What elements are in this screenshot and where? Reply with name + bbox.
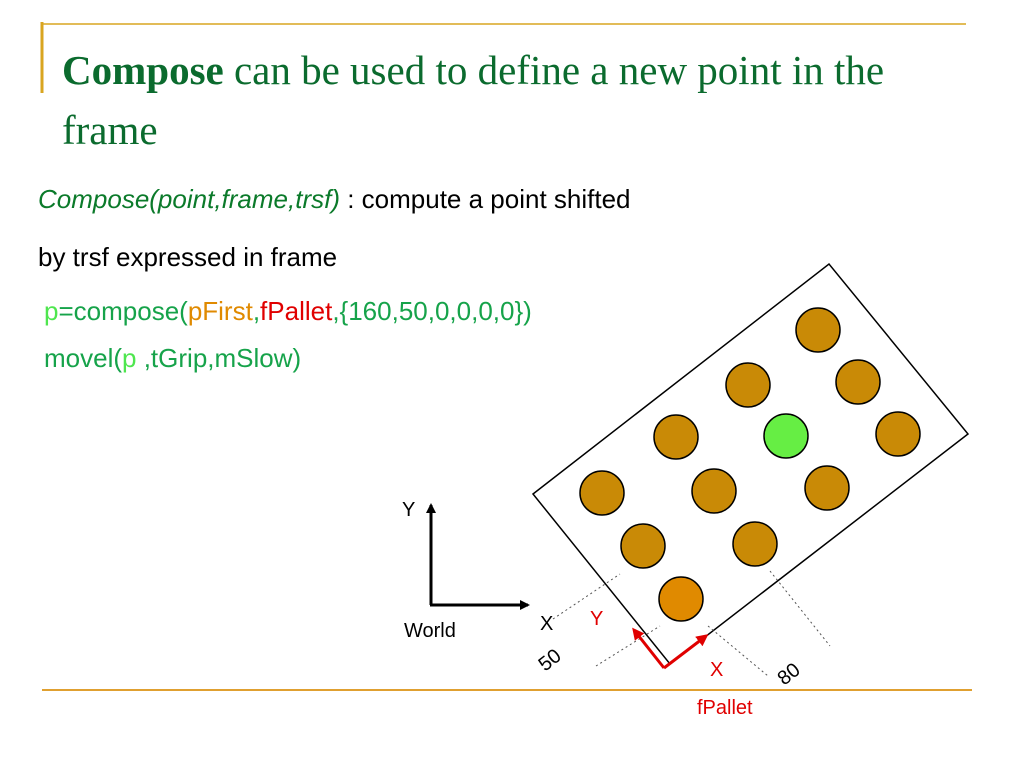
pallet-frame-label: fPallet (697, 697, 753, 719)
world-y-label: Y (402, 499, 415, 521)
compose-signature: Compose(point,frame,trsf) (38, 184, 340, 214)
pallet-y-axis (632, 627, 666, 669)
code-movel-args: ,tGrip,mSlow) (136, 343, 302, 373)
world-frame-label: World (404, 620, 456, 642)
pallet-hole (653, 414, 699, 460)
title-rest: can be used to define a new point in the… (62, 47, 885, 153)
code-line-2: movel(p ,tGrip,mSlow) (44, 343, 301, 374)
pallet-hole (804, 465, 850, 511)
title-bold: Compose (62, 47, 224, 93)
dim-line-y-top (552, 573, 621, 620)
code-p-var-2: p (122, 343, 137, 373)
pallet-outline (531, 262, 970, 666)
code-pfirst: pFirst (187, 296, 253, 326)
dim-line-y-bottom (595, 625, 661, 667)
code-p-var: p (44, 296, 59, 326)
target-hole (763, 413, 809, 459)
code-trsf: ,{160,50,0,0,0,0}) (332, 296, 532, 326)
description-line-2: by trsf expressed in frame (38, 242, 337, 273)
dim-line-x-left (707, 625, 769, 677)
pallet-y-label: Y (590, 608, 603, 630)
pallet-x-label: X (710, 659, 723, 681)
first-hole (658, 576, 704, 622)
code-fpallet: fPallet (260, 296, 333, 326)
pallet-hole (725, 362, 771, 408)
pallet-hole (835, 359, 881, 405)
description-line-1: Compose(point,frame,trsf) : compute a po… (38, 184, 631, 215)
pallet-hole (620, 523, 666, 569)
dimension-80: 80 (774, 659, 805, 690)
code-line-1: p=compose(pFirst,fPallet,{160,50,0,0,0,0… (44, 296, 532, 327)
pallet-hole (579, 470, 625, 516)
code-comma: , (252, 296, 261, 326)
code-movel: movel( (44, 343, 123, 373)
dim-line-x-right (769, 570, 831, 647)
world-x-label: X (540, 613, 553, 635)
code-compose: =compose( (58, 296, 188, 326)
description-text-1: : compute a point shifted (339, 184, 631, 214)
pallet-hole (795, 307, 841, 353)
description-text-2: by trsf expressed in frame (38, 242, 338, 272)
pallet-hole (732, 521, 778, 567)
pallet-x-axis (663, 634, 709, 670)
pallet-hole (875, 411, 921, 457)
slide-title: Compose can be used to define a new poin… (62, 40, 982, 160)
pallet-hole (691, 468, 737, 514)
dimension-50: 50 (535, 645, 566, 676)
